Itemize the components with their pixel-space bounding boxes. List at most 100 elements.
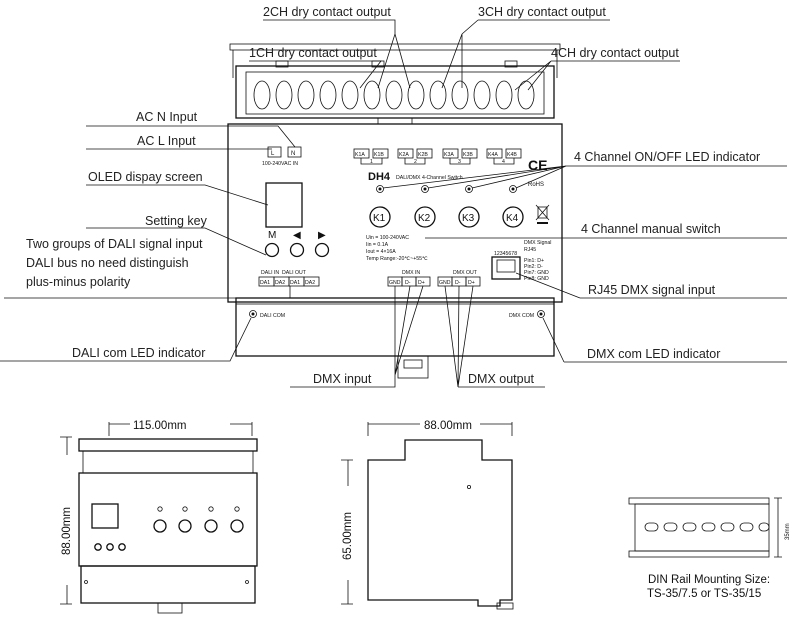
callout-acl: AC L Input bbox=[137, 134, 196, 148]
callout-dali-com: DALI com LED indicator bbox=[72, 346, 205, 360]
svg-text:K2B: K2B bbox=[418, 152, 428, 158]
svg-text:1: 1 bbox=[370, 159, 373, 165]
din-rail-view: 35mm DIN Rail Mounting Size: TS-35/7.5 o… bbox=[628, 497, 791, 600]
callout-setting: Setting key bbox=[145, 214, 208, 228]
svg-text:D+: D+ bbox=[418, 280, 425, 286]
svg-text:GND: GND bbox=[389, 280, 401, 286]
svg-text:K2: K2 bbox=[418, 213, 431, 224]
svg-text:DA1: DA1 bbox=[260, 280, 270, 286]
svg-text:Pin2: D-: Pin2: D- bbox=[524, 264, 543, 270]
svg-text:◀: ◀ bbox=[293, 230, 301, 241]
svg-text:3: 3 bbox=[458, 159, 461, 165]
device-main: L N 100-240VAC IN K1A K1B K2A K2B K3A K3… bbox=[227, 43, 563, 379]
svg-text:D+: D+ bbox=[468, 280, 475, 286]
svg-text:K2A: K2A bbox=[399, 152, 409, 158]
callouts: 2CH dry contact output 3CH dry contact o… bbox=[0, 5, 787, 388]
svg-text:Temp Range:-20℃~+55℃: Temp Range:-20℃~+55℃ bbox=[366, 256, 428, 262]
front-height-label: 88.00mm bbox=[61, 507, 73, 555]
callout-acn: AC N Input bbox=[136, 110, 198, 124]
terminal-screws bbox=[253, 80, 535, 110]
svg-text:DMX Signal: DMX Signal bbox=[524, 240, 551, 246]
dmx-com-led bbox=[537, 310, 545, 318]
callout-manual-switch: 4 Channel manual switch bbox=[581, 222, 721, 236]
callout-dmx-com: DMX com LED indicator bbox=[587, 347, 720, 361]
svg-text:DALI COM: DALI COM bbox=[260, 313, 285, 319]
callout-oled: OLED dispay screen bbox=[88, 170, 203, 184]
manual-keys: K1 K2 K3 K4 bbox=[369, 206, 524, 228]
svg-text:DA1: DA1 bbox=[290, 280, 300, 286]
svg-text:DMX COM: DMX COM bbox=[509, 313, 534, 319]
svg-text:4: 4 bbox=[502, 159, 505, 165]
svg-text:DA2: DA2 bbox=[305, 280, 315, 286]
svg-text:DALI IN: DALI IN bbox=[261, 270, 279, 276]
key-k2[interactable] bbox=[414, 206, 436, 228]
rail-caption-1: DIN Rail Mounting Size: bbox=[648, 574, 770, 586]
svg-text:K1: K1 bbox=[373, 213, 386, 224]
weee-bin-icon bbox=[535, 204, 550, 224]
svg-text:K1A: K1A bbox=[355, 152, 365, 158]
terminal-cover bbox=[235, 65, 555, 119]
callout-dali-a: Two groups of DALI signal input bbox=[26, 237, 203, 251]
svg-text:K3: K3 bbox=[462, 213, 475, 224]
model-label: DH4 bbox=[368, 171, 391, 183]
setting-buttons: M ◀ ▶ bbox=[264, 230, 330, 258]
dmx-terminals: DMX IN DMX OUT GND D- D+ GND D- D+ bbox=[387, 270, 481, 287]
svg-text:DMX OUT: DMX OUT bbox=[453, 270, 478, 276]
callout-ch3: 3CH dry contact output bbox=[478, 5, 606, 19]
button-right[interactable] bbox=[314, 242, 330, 258]
callout-rj45: RJ45 DMX signal input bbox=[588, 283, 716, 297]
svg-text:RJ45: RJ45 bbox=[524, 247, 536, 253]
svg-text:Iout = 4×16A: Iout = 4×16A bbox=[366, 249, 396, 255]
key-k4[interactable] bbox=[502, 206, 524, 228]
terminal-n: N bbox=[291, 151, 295, 157]
front-view: 115.00mm 88.00mm bbox=[60, 420, 258, 614]
svg-text:12345678: 12345678 bbox=[494, 251, 517, 257]
svg-text:Iin = 0.1A: Iin = 0.1A bbox=[366, 242, 389, 248]
voltage-label: 100-240VAC IN bbox=[262, 161, 298, 167]
side-height-label: 65.00mm bbox=[342, 512, 354, 560]
svg-text:Pin8: GND: Pin8: GND bbox=[524, 276, 549, 282]
key-k3[interactable] bbox=[458, 206, 480, 228]
side-view: 88.00mm 65.00mm bbox=[341, 420, 514, 610]
callout-dmx-input: DMX input bbox=[313, 372, 372, 386]
callout-led-indicator: 4 Channel ON/OFF LED indicator bbox=[574, 150, 760, 164]
dali-terminals: DALI IN DALI OUT DA1 DA2 DA1 DA2 bbox=[258, 270, 320, 287]
side-width-label: 88.00mm bbox=[424, 420, 472, 432]
rail-height-label: 35mm bbox=[785, 523, 791, 540]
callout-ch1: 1CH dry contact output bbox=[249, 46, 377, 60]
svg-text:Uin = 100-240VAC: Uin = 100-240VAC bbox=[366, 235, 409, 241]
svg-text:K4A: K4A bbox=[488, 152, 498, 158]
svg-text:K3B: K3B bbox=[463, 152, 473, 158]
svg-text:M: M bbox=[268, 230, 276, 241]
svg-text:Pin7: GND: Pin7: GND bbox=[524, 270, 549, 276]
svg-text:DALI OUT: DALI OUT bbox=[282, 270, 307, 276]
svg-text:K4: K4 bbox=[506, 213, 519, 224]
button-m[interactable] bbox=[264, 242, 280, 258]
rohs-mark: RoHS bbox=[528, 182, 544, 188]
subtitle-label: DALI/DMX 4-Channel Switch bbox=[396, 175, 463, 181]
svg-text:DA2: DA2 bbox=[275, 280, 285, 286]
svg-text:2: 2 bbox=[414, 159, 417, 165]
svg-text:D-: D- bbox=[405, 280, 411, 286]
front-width-label: 115.00mm bbox=[133, 420, 186, 432]
svg-text:DMX IN: DMX IN bbox=[402, 270, 420, 276]
svg-text:D-: D- bbox=[455, 280, 461, 286]
svg-text:K1B: K1B bbox=[374, 152, 384, 158]
dali-com-led bbox=[249, 310, 257, 318]
rail-caption-2: TS-35/7.5 or TS-35/15 bbox=[647, 588, 761, 600]
key-k1[interactable] bbox=[369, 206, 391, 228]
terminal-l: L bbox=[271, 151, 275, 157]
button-left[interactable] bbox=[289, 242, 305, 258]
callout-dmx-output: DMX output bbox=[468, 372, 535, 386]
din-clip bbox=[397, 355, 429, 379]
channel-leds bbox=[376, 185, 517, 193]
oled-screen bbox=[265, 182, 303, 228]
svg-text:K3A: K3A bbox=[444, 152, 454, 158]
svg-text:▶: ▶ bbox=[318, 230, 326, 241]
relay-terminals: K1A K1B K2A K2B K3A K3B K4A K4B 1 2 3 4 bbox=[353, 148, 522, 165]
svg-text:K4B: K4B bbox=[507, 152, 517, 158]
callout-dali-c: plus-minus polarity bbox=[26, 275, 131, 289]
rj45-port: DMX Signal RJ45 12345678 Pin1: D+ Pin2: … bbox=[491, 240, 551, 282]
svg-text:Pin1: D+: Pin1: D+ bbox=[524, 258, 544, 264]
